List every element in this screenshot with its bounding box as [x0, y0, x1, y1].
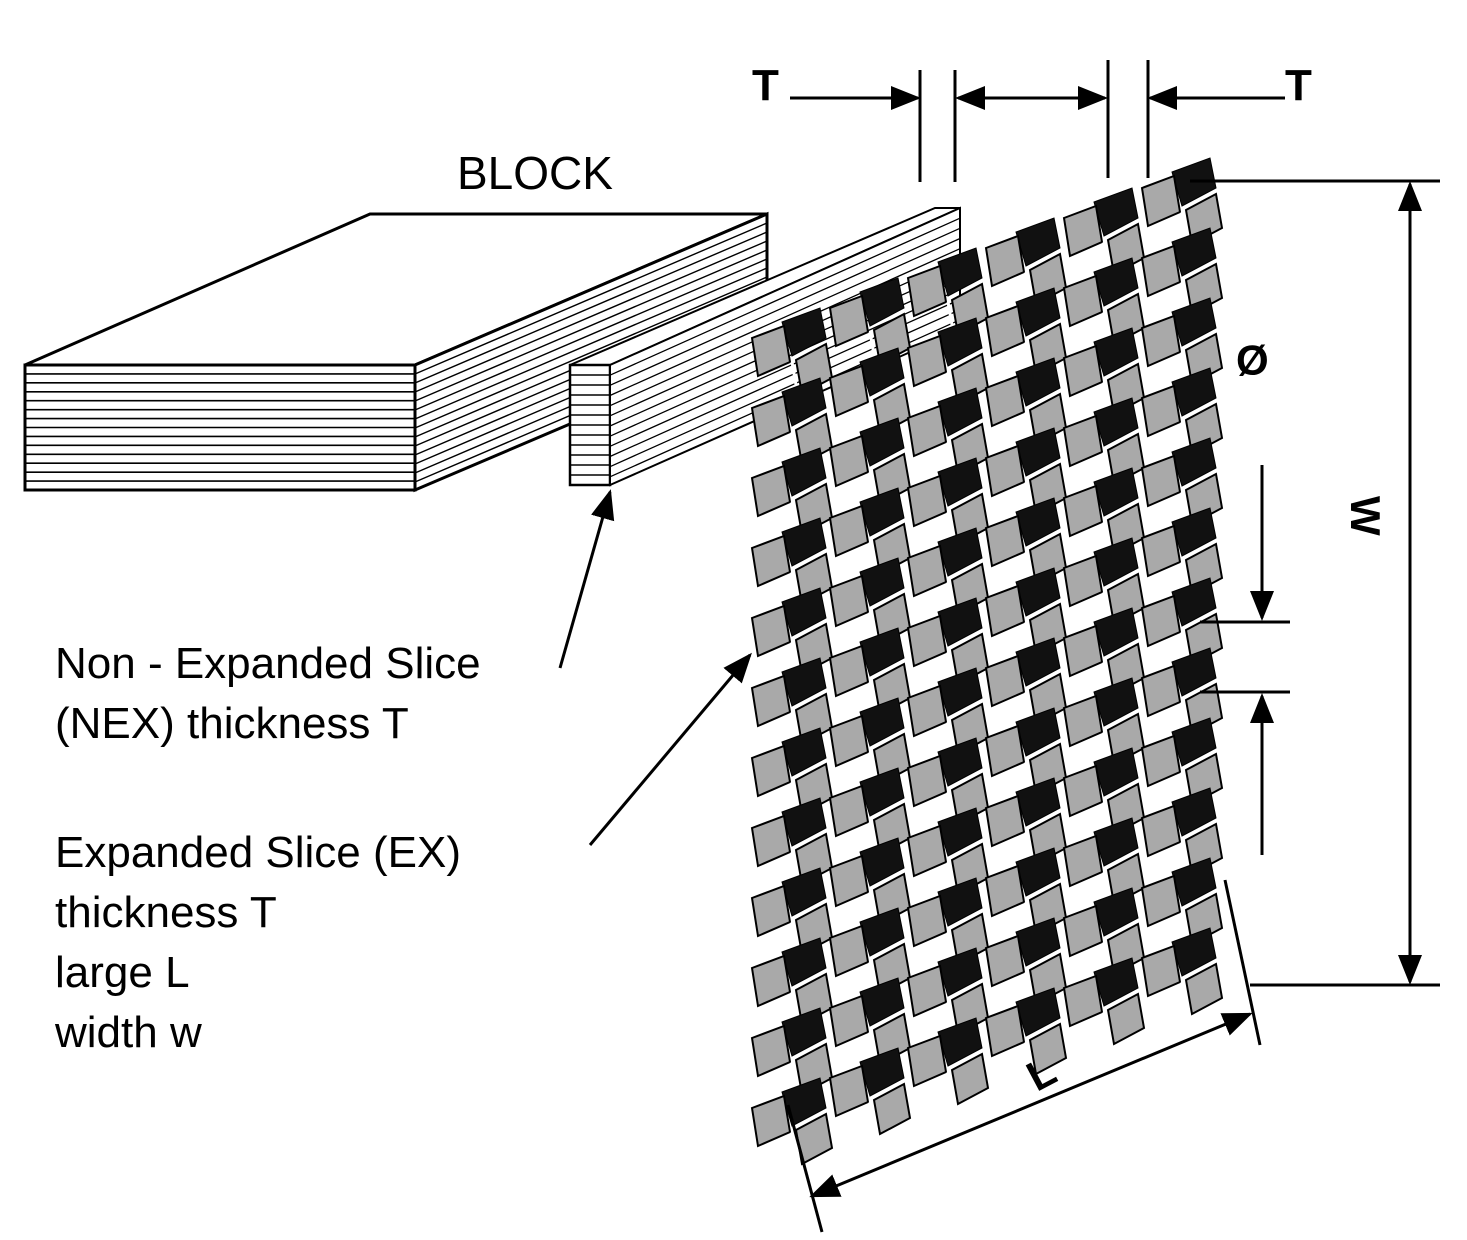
- sheet-edge: [414, 231, 768, 384]
- honeycomb-cell: [828, 767, 912, 857]
- dim-length: [786, 879, 1262, 1233]
- honeycomb-cell: [1062, 187, 1146, 277]
- honeycomb-cell: [906, 737, 990, 827]
- honeycomb-cell: [828, 837, 912, 927]
- honeycomb-cell: [828, 557, 912, 647]
- honeycomb-cell: [984, 217, 1068, 307]
- honeycomb-cell: [1062, 397, 1146, 487]
- nex-slice-label: Non - Expanded Slice (NEX) thickness T: [55, 634, 481, 754]
- honeycomb-cell: [1140, 227, 1224, 317]
- honeycomb-cell: [828, 347, 912, 437]
- honeycomb-cell: [750, 937, 834, 1027]
- dim-T-left-label: T: [752, 61, 779, 110]
- honeycomb-cell: [1062, 887, 1146, 977]
- honeycomb-cell: [1062, 327, 1146, 417]
- honeycomb-cell: [750, 727, 834, 817]
- nex-label-line-1: Non - Expanded Slice: [55, 639, 481, 688]
- honeycomb-cell: [1140, 367, 1224, 457]
- honeycomb-cell: [750, 447, 834, 537]
- honeycomb-cell: [828, 487, 912, 577]
- honeycomb-cell: [984, 567, 1068, 657]
- honeycomb-cell: [906, 457, 990, 547]
- block-stack: [23, 211, 769, 493]
- honeycomb-cell: [984, 497, 1068, 587]
- nex-label-line-2: (NEX) thickness T: [55, 699, 409, 748]
- honeycomb-cell: [1140, 927, 1224, 1017]
- honeycomb-cell: [828, 277, 912, 367]
- ex-label-line-4: width w: [55, 1008, 202, 1057]
- honeycomb-cell: [750, 657, 834, 747]
- honeycomb-cell: [984, 847, 1068, 937]
- honeycomb-cell: [1140, 717, 1224, 807]
- sheet-edge: [609, 217, 961, 376]
- honeycomb-cell: [906, 877, 990, 967]
- block-front-lines: [25, 373, 415, 482]
- leader-nex: [558, 489, 615, 669]
- sheet-edge: [414, 276, 768, 429]
- honeycomb-cell: [1140, 787, 1224, 877]
- honeycomb-cell: [984, 917, 1068, 1007]
- honeycomb-cell: [906, 667, 990, 757]
- expanded-honeycomb-slice: [750, 157, 1224, 1167]
- ex-label-line-3: large L: [55, 948, 190, 997]
- dim-width-label: W: [1342, 496, 1389, 536]
- honeycomb-cell: [750, 307, 834, 397]
- sheet-edge: [414, 240, 768, 393]
- honeycomb-cell: [828, 417, 912, 507]
- sheet-edge: [414, 267, 768, 420]
- arrow-length: [809, 1012, 1253, 1198]
- honeycomb-cell: [906, 807, 990, 897]
- honeycomb-cell: [1062, 607, 1146, 697]
- honeycomb-cell: [1062, 467, 1146, 557]
- dim-cell-label: Ø: [1236, 337, 1269, 384]
- honeycomb-cell: [828, 697, 912, 787]
- honeycomb-cell: [906, 1017, 990, 1107]
- honeycomb-cell: [984, 637, 1068, 727]
- honeycomb-cell: [1062, 817, 1146, 907]
- sheet-edge: [414, 222, 768, 375]
- honeycomb-cell: [984, 357, 1068, 447]
- honeycomb-cell: [750, 587, 834, 677]
- sheet-edge: [609, 237, 961, 397]
- dim-cell-size: [1200, 465, 1290, 855]
- honeycomb-cell: [1062, 537, 1146, 627]
- honeycomb-cell: [1062, 747, 1146, 837]
- honeycomb-cell: [1140, 297, 1224, 387]
- nex-front-lines: [570, 374, 610, 476]
- honeycomb-cell: [1062, 257, 1146, 347]
- honeycomb-cell: [1062, 957, 1146, 1047]
- dim-thickness-top: [790, 60, 1285, 182]
- ex-label-line-2: thickness T: [55, 888, 277, 937]
- block-label: BLOCK: [457, 147, 613, 199]
- honeycomb-cell: [750, 377, 834, 467]
- honeycomb-cell: [984, 287, 1068, 377]
- honeycomb-cell: [984, 427, 1068, 517]
- honeycomb-cell: [1140, 507, 1224, 597]
- honeycomb-cell: [750, 867, 834, 957]
- dim-width: [1190, 179, 1440, 987]
- honeycomb-cell: [984, 707, 1068, 797]
- honeycomb-cell: [750, 517, 834, 607]
- sheet-edge: [609, 227, 961, 386]
- honeycomb-cell: [828, 1047, 912, 1137]
- honeycomb-cell: [906, 597, 990, 687]
- honeycomb-cell: [906, 387, 990, 477]
- honeycomb-cell: [1140, 857, 1224, 947]
- ex-slice-label: Expanded Slice (EX) thickness T large L …: [55, 823, 461, 1063]
- leader-ex: [588, 652, 752, 846]
- honeycomb-cell: [1140, 437, 1224, 527]
- honeycomb-cell: [906, 317, 990, 407]
- honeycomb-cell: [906, 527, 990, 617]
- sheet-edge: [414, 249, 768, 402]
- dim-T-right-label: T: [1285, 61, 1312, 110]
- honeycomb-cell: [1140, 647, 1224, 737]
- ex-label-line-1: Expanded Slice (EX): [55, 828, 461, 877]
- sheet-edge: [414, 258, 768, 411]
